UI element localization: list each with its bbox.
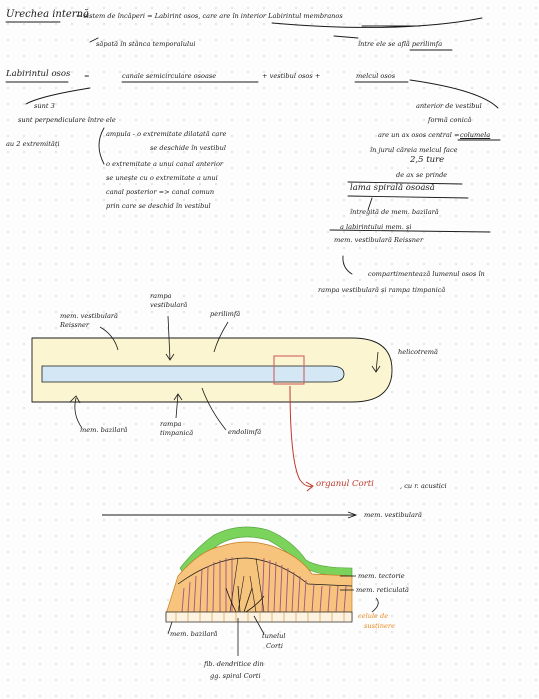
support-cells xyxy=(165,541,353,621)
intregita: întregită de mem. bazilară xyxy=(350,208,439,216)
hair-cells xyxy=(181,557,347,613)
forma-conica: formă conică xyxy=(428,116,472,124)
title: Urechea internă xyxy=(6,9,89,20)
label-receptori-acustici: , cu r. acustici xyxy=(400,482,447,490)
label-organul-corti: organul Corti xyxy=(316,479,374,489)
label-endolimfa: endolimfă xyxy=(228,428,262,436)
label-perilimfa: perilimfă xyxy=(210,310,241,318)
label-fibre-1: fib. dendritice din xyxy=(204,660,264,668)
definition-underline xyxy=(271,17,483,28)
intre-line: între ele se află perilimfa xyxy=(358,40,443,48)
compartimenteaza-2: rampa vestibulară și rampa timpanică xyxy=(318,286,446,294)
extremitate-line-2: se unește cu o extremitate a unui xyxy=(106,174,218,182)
label-rampa-vestibulara: rampa vestibulară xyxy=(150,292,188,309)
sunt-3: sunt 3 xyxy=(34,102,55,110)
extremitate-line-4: prin care se deschid în vestibul xyxy=(106,202,211,210)
equals-sign: = xyxy=(84,72,90,80)
ampula-line-1: ampula - o extremitate dilatată care xyxy=(106,130,227,138)
cochlea-duct xyxy=(41,365,345,383)
label-mem-vestibulara: mem. vestibulară xyxy=(364,511,422,519)
ampula-line-2: se deschide în vestibul xyxy=(150,144,226,152)
label-mem-bazilara: mem. bazilară xyxy=(80,426,128,434)
lama-spirala: lama spirală osoasă xyxy=(350,183,435,193)
label-tunelul-2: Corti xyxy=(266,642,283,650)
columela: columela xyxy=(460,131,491,139)
label-celule-sustinere-2: susținere xyxy=(364,622,395,630)
label-reissner: mem. vestibulară Reissner xyxy=(60,312,118,329)
doua-extremitati: au 2 extremități xyxy=(6,140,60,148)
corti-diagram xyxy=(165,526,379,656)
corti-highlight-box xyxy=(273,355,305,385)
label-tunelul-1: tunelul xyxy=(262,632,286,640)
canale-semicirculare: canale semicirculare osoase xyxy=(122,72,217,80)
label-mem-tectorie: mem. tectorie xyxy=(358,572,405,580)
de-ax-se-prinde: de ax se prinde xyxy=(396,171,448,179)
labirintului-mem: a labirintului mem. și xyxy=(340,223,412,231)
extremitate-line-3: canal posterior => canal comun xyxy=(106,188,215,196)
doua-ture: 2,5 ture xyxy=(410,155,445,165)
sapata-line: săpată în stânca temporalului xyxy=(96,40,196,48)
ax-osos: are un ax osos central = xyxy=(378,131,460,139)
label-celule-sustinere-1: celule de xyxy=(358,612,389,620)
label-rampa-timpanica: rampa timpanică xyxy=(160,420,194,437)
melcul-osos: melcul osos xyxy=(356,72,396,80)
label-fibre-2: gg. spiral Corti xyxy=(210,672,261,680)
definition-line: = sistem de încăperi = Labirint osos, ca… xyxy=(76,12,343,20)
vestibul-osos: + vestibul osos + xyxy=(262,72,321,80)
extremitate-line-1: o extremitate a unui canal anterior xyxy=(106,160,224,168)
label-helicotrema: helicotremă xyxy=(398,348,438,356)
mem-vestibulara-reissner: mem. vestibulară Reissner xyxy=(334,236,424,244)
cochlea-diagram xyxy=(31,315,393,492)
labirint-osos-heading: Labirintul osos xyxy=(6,69,71,79)
label-mem-bazilara-corti: mem. bazilară xyxy=(170,630,218,638)
in-jurul-careia: în jurul căreia melcul face xyxy=(370,146,458,154)
label-mem-reticulata: mem. reticulată xyxy=(356,586,409,594)
anterior-de-vestibul: anterior de vestibul xyxy=(416,102,482,110)
compartimenteaza-1: compartimentează lumenul osos în xyxy=(368,270,485,278)
perpendiculare: sunt perpendiculare între ele xyxy=(18,116,116,124)
